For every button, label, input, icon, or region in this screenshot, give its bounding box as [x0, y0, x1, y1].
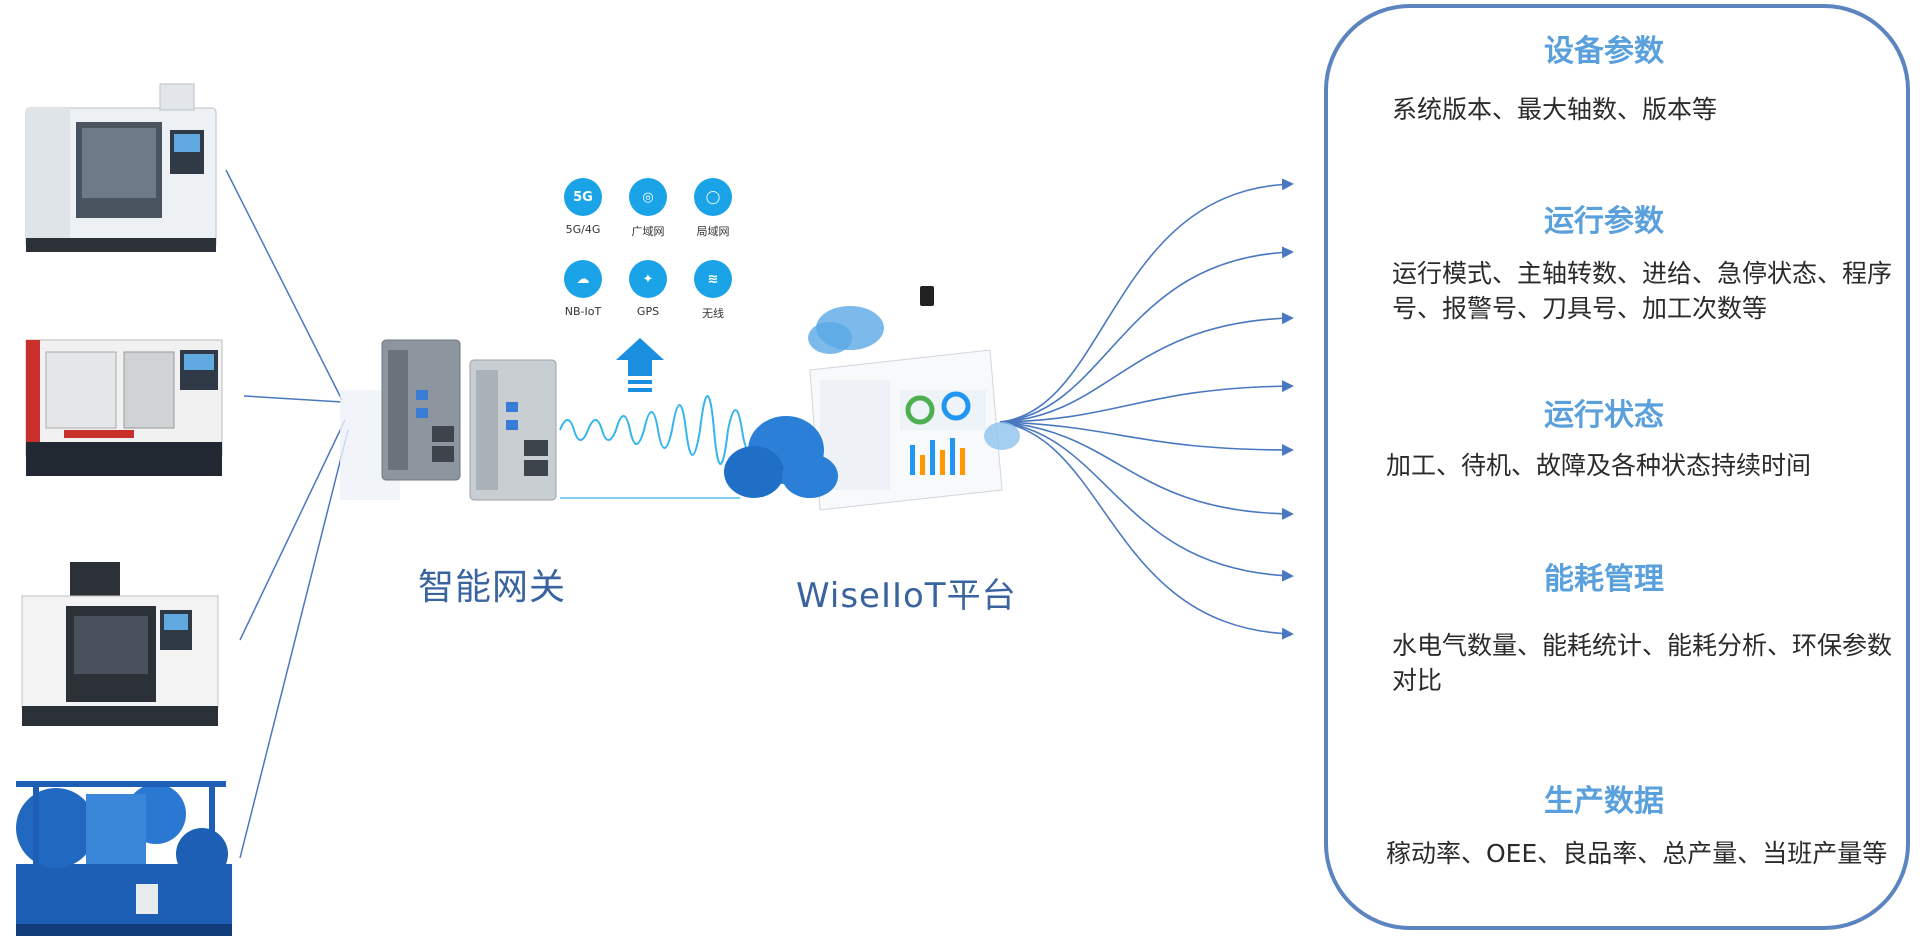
wireless-label: 无线 [702, 307, 724, 320]
section-title-production: 生产数据 [1544, 784, 1664, 819]
link-machine-3 [239, 419, 346, 641]
section-desc-run-params: 运行模式、主轴转数、进给、急停状态、程序号、报警号、刀具号、加工次数等 [1392, 259, 1893, 323]
link-machine-2 [243, 395, 343, 403]
section-title-energy: 能耗管理 [1544, 562, 1664, 597]
fan-arrow-8 [999, 421, 1294, 640]
compressor-unit [16, 781, 232, 936]
link-machine-1 [225, 169, 343, 401]
fan-arrow-5 [999, 421, 1294, 456]
wifi-icon: ≋ 无线 [692, 260, 734, 321]
satellite-icon: ✦ GPS [627, 260, 669, 318]
section-desc-run-status: 加工、待机、故障及各种状态持续时间 [1386, 451, 1812, 480]
cnc-lathe [25, 339, 223, 476]
nb-iot-label: NB-IoT [564, 305, 602, 318]
section-title-run-params: 运行参数 [1544, 204, 1664, 239]
platform-label: WiseIIoT平台 [796, 576, 1017, 616]
fan-arrow-4 [999, 380, 1294, 423]
lan-label: 局域网 [696, 225, 730, 238]
link-machine-4 [239, 429, 349, 859]
section-desc-device-params: 系统版本、最大轴数、版本等 [1392, 95, 1718, 124]
signal-wave [559, 395, 757, 465]
upload-arrow-icon [616, 338, 664, 392]
globe-icon: ◎ 广域网 [627, 178, 669, 239]
fan-arrow-1 [999, 178, 1294, 423]
fan-arrow-2 [999, 246, 1294, 423]
5g-label: 5G/4G [565, 223, 601, 236]
section-title-run-status: 运行状态 [1544, 398, 1664, 433]
section-title-device-params: 设备参数 [1544, 34, 1664, 69]
data-categories-panel [1324, 4, 1910, 930]
fan-arrow-6 [999, 421, 1294, 520]
fan-arrow-7 [999, 421, 1294, 582]
section-desc-energy: 水电气数量、能耗统计、能耗分析、环保参数对比 [1392, 631, 1893, 695]
5g-icon: 5G 5G/4G [562, 178, 604, 236]
gps-label: GPS [636, 305, 660, 318]
cnc-machine-1 [25, 83, 217, 252]
fan-arrow-3 [999, 312, 1294, 423]
section-desc-production: 稼动率、OEE、良品率、总产量、当班产量等 [1386, 839, 1888, 868]
cnc-machine-2 [21, 562, 219, 726]
lan-icon: ◯ 局域网 [692, 178, 734, 239]
wan-label: 广域网 [631, 225, 665, 238]
platform-graphic [724, 286, 1020, 511]
nb-iot-icon: ☁ NB-IoT [562, 260, 604, 318]
gateway-device [340, 339, 557, 501]
gateway-label: 智能网关 [418, 567, 567, 608]
